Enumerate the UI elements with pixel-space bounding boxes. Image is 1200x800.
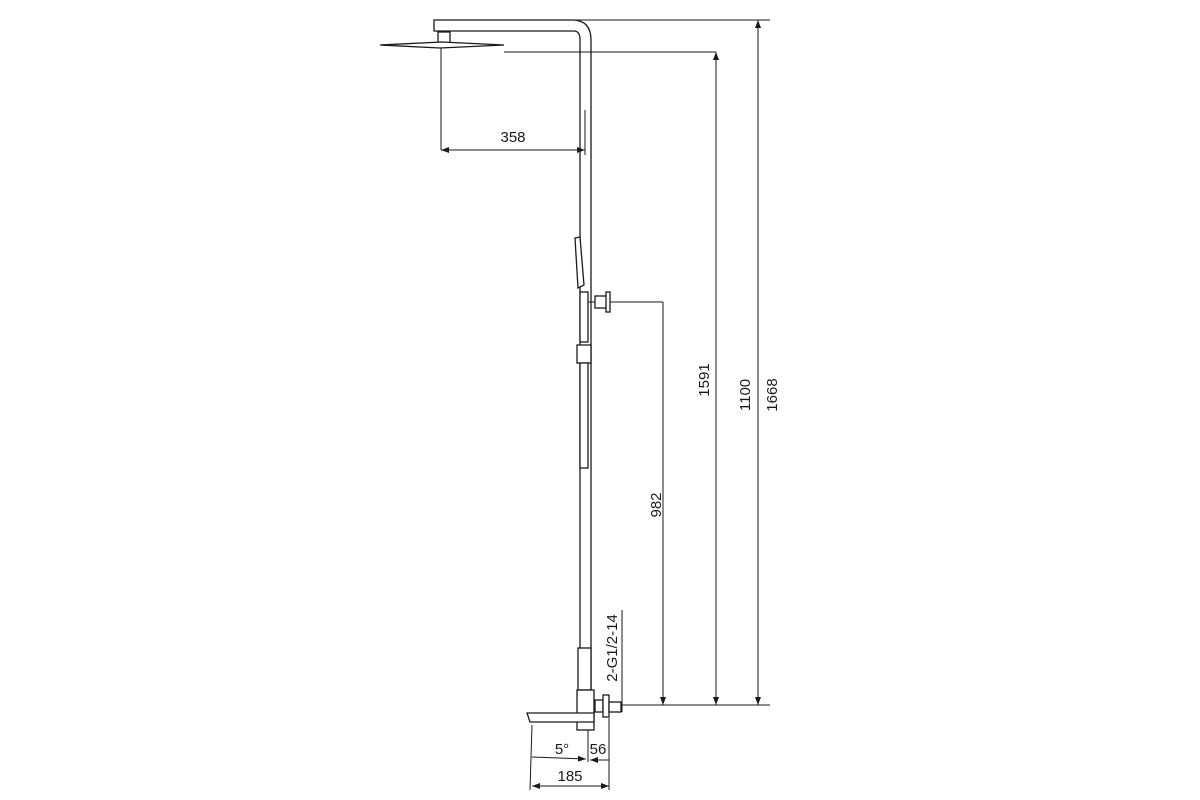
mixer-body	[526, 647, 770, 731]
dim-label-358: 358	[500, 129, 525, 146]
hand-shower	[574, 236, 663, 469]
overhead-arm	[433, 19, 770, 701]
dimension-358	[441, 110, 586, 155]
bottom-dimensions	[529, 718, 610, 791]
dim-label-56: 56	[590, 741, 607, 758]
dim-label-185: 185	[557, 768, 582, 785]
dim-label-982: 982	[648, 492, 665, 517]
shower-head	[379, 31, 716, 150]
dim-label-1668: 1668	[764, 378, 781, 411]
dim-label-1591: 1591	[696, 363, 713, 396]
spout-angle-label: 5°	[555, 741, 569, 758]
dim-label-1100: 1100	[737, 379, 754, 411]
inlet-thread-label: 2-G1/2-14	[604, 614, 621, 682]
